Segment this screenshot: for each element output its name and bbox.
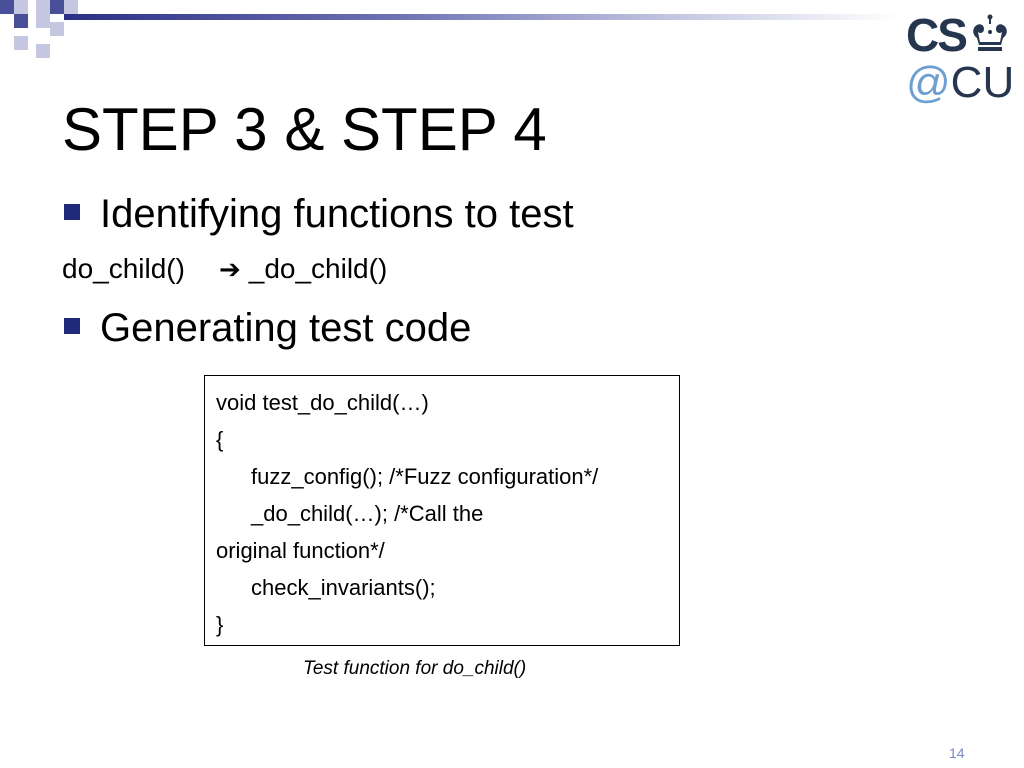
logo-at-symbol: @ <box>906 58 951 107</box>
decor-square <box>50 22 64 36</box>
decor-square <box>36 0 50 14</box>
function-mapping: do_child() ➔_do_child() <box>62 252 387 287</box>
header-decoration <box>0 0 900 58</box>
logo-cu-text: CU <box>950 58 1015 107</box>
bullet-item: Identifying functions to test <box>64 191 574 237</box>
bullet-text: Generating test code <box>100 306 472 350</box>
bullet-text: Identifying functions to test <box>100 192 574 236</box>
code-line: check_invariants(); <box>251 575 436 600</box>
code-line: fuzz_config(); /*Fuzz configuration*/ <box>251 464 599 489</box>
code-box: void test_do_child(…) { fuzz_config(); /… <box>204 375 680 646</box>
code-line: void test_do_child(…) <box>216 390 429 415</box>
decor-square <box>14 14 28 28</box>
square-bullet-icon <box>64 318 80 335</box>
code-line: _do_child(…); /*Call the <box>251 501 484 526</box>
code-line: } <box>216 612 224 637</box>
mapping-from: do_child() <box>62 253 185 284</box>
square-bullet-icon <box>64 204 80 221</box>
decor-square <box>14 0 28 14</box>
slide-title: STEP 3 & STEP 4 <box>62 96 547 163</box>
decor-square <box>14 36 28 50</box>
crown-icon <box>973 14 1007 51</box>
bullet-item: Generating test code <box>64 305 471 351</box>
cs-at-cu-logo: CS @CU <box>906 12 1014 108</box>
decor-square <box>36 44 50 58</box>
logo-at-cu-text: @CU <box>906 60 1014 106</box>
mapping-to: _do_child() <box>248 253 388 284</box>
code-line: { <box>216 427 224 452</box>
code-line: original function*/ <box>216 538 385 563</box>
decor-square <box>64 0 78 14</box>
header-gradient-bar <box>64 14 900 20</box>
decor-square <box>50 0 64 14</box>
right-arrow-icon: ➔ <box>218 255 241 285</box>
decor-square <box>0 0 14 14</box>
page-number: 14 <box>949 745 965 761</box>
decor-square <box>36 14 50 28</box>
code-caption: Test function for do_child() <box>303 658 527 679</box>
logo-cs-text: CS <box>906 9 968 61</box>
